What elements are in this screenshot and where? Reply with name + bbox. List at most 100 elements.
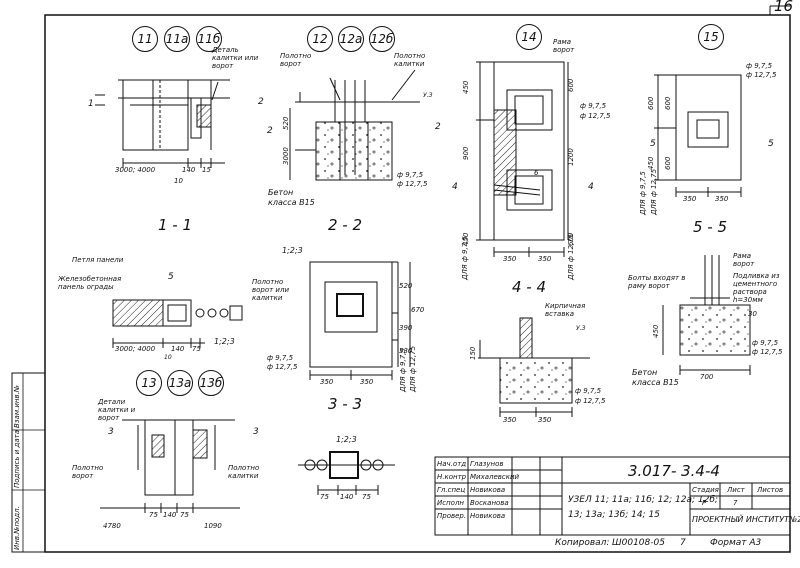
dim-450-v2: 450 (462, 232, 470, 246)
note-phi127-f: ф 12,7,5 (752, 348, 783, 356)
node-label-13a: 13а (167, 370, 193, 396)
staff-name-2: Новикова (470, 486, 506, 494)
staff-name-3: Восканова (470, 499, 509, 507)
note-phi97-e: ф 9,7,5 (575, 387, 602, 395)
staff-role-3: Исполн (437, 499, 464, 507)
label-beton-15b: Бетон класса В15 (632, 368, 679, 387)
staff-role-1: Н.контр (437, 473, 467, 481)
node-label-11b: 11б (196, 26, 222, 52)
sheet-frame (44, 14, 791, 553)
mark-2-left: 2 (258, 97, 264, 107)
sheet-title-1: УЗЕЛ 11; 11а; 11б; 12; 12а; 12б; (568, 495, 718, 505)
node-label-13b: 13б (198, 370, 224, 396)
note-dl975-b: ДЛЯ ф 9,7,5 (639, 171, 647, 215)
mark-5-left: 5 (650, 139, 656, 149)
dim-350-g2: 350 (538, 416, 552, 424)
mark-4-right: 4 (588, 182, 594, 192)
drawing-profile (298, 451, 395, 495)
drawing-node-13 (100, 419, 240, 513)
dim-450-v3: 450 (647, 156, 655, 170)
dim-600-v4: 600 (664, 96, 672, 110)
dim-600-v2: 600 (567, 232, 575, 246)
label-beton-15: Бетон класса В15 (268, 188, 315, 207)
stage-header: Стадия (692, 486, 719, 494)
copied-value: Ш00108-05 (612, 538, 665, 548)
label-petlya: Петля панели (72, 256, 124, 264)
label-polotno-kalitki: Полотно калитки (394, 52, 426, 68)
note-dl1275-b: ДЛЯ ф 12,75 (650, 168, 658, 215)
dim-150-v: 150 (469, 346, 477, 360)
dim-350-f2: 350 (538, 255, 552, 263)
note-phi127-e: ф 12,7,5 (575, 397, 606, 405)
mark-uz3-b: У.З (576, 325, 586, 332)
drawing-node-3-3 (309, 261, 411, 380)
label-polotno-vorot: Полотно ворот (280, 52, 312, 68)
dim-350-h2: 350 (715, 195, 729, 203)
label-podlivka: Подливка из цементного раствора h=30мм (733, 272, 780, 304)
mark-5-right: 5 (768, 139, 774, 149)
mark-3-right: 3 (253, 427, 259, 437)
sheet-header: Лист (727, 486, 745, 494)
drawing-frame-section (662, 255, 751, 375)
mark-6: 6 (534, 169, 539, 177)
dim-3000-4000-b: 3000; 4000 (115, 345, 156, 353)
stamp-podpis: Подпись и дата (13, 430, 21, 488)
node-label-12a: 12а (338, 26, 364, 52)
dim-600-v3: 600 (647, 96, 655, 110)
mark-4-left: 4 (452, 182, 458, 192)
label-ratio-3: 1;2;3 (336, 435, 357, 444)
note-phi127-b: ф 12,7,5 (580, 112, 611, 120)
dim-390: 390 (399, 324, 413, 332)
dim-30: 30 (748, 310, 757, 318)
dim-450-v4: 450 (652, 324, 660, 338)
sheet-code: 3.017- 3.4-4 (628, 462, 720, 480)
dim-520-v: 520 (282, 116, 290, 130)
dim-350-e2: 350 (360, 378, 374, 386)
dim-75-d2: 75 (362, 493, 371, 501)
node-label-12b: 12б (369, 26, 395, 52)
mark-uz3: У.З (423, 92, 433, 99)
staff-name-1: Михалевский (470, 473, 520, 481)
dim-350-g: 350 (503, 416, 517, 424)
stamp-inv-podl: Инв.№подл. (13, 506, 21, 550)
left-stamp-strip (11, 372, 46, 553)
drawing-node-12 (289, 69, 420, 181)
dim-350-f: 350 (503, 255, 517, 263)
dim-600-v5: 600 (664, 156, 672, 170)
label-kirpichnaya: Кирпичная вставка (545, 302, 586, 318)
label-rama-vorot: Рама ворот (553, 38, 575, 54)
section-title-1-1: 1 - 1 (158, 216, 193, 234)
drawing-node-11 (95, 79, 230, 168)
label-rama-vorot-2: Рама ворот (733, 252, 755, 268)
dim-140-b: 140 (171, 345, 185, 353)
dim-10-a: 10 (174, 177, 183, 185)
copied-number: 7 (680, 538, 686, 548)
dim-520: 520 (399, 282, 413, 290)
dim-140-a: 140 (182, 166, 196, 174)
staff-name-4: Новикова (470, 512, 506, 520)
staff-role-2: Гл.спец (437, 486, 466, 494)
node-label-15: 15 (698, 24, 724, 50)
label-bolty: Болты входят в раму ворот (628, 274, 686, 290)
note-phi97-f: ф 9,7,5 (752, 339, 779, 347)
dim-140-d: 140 (340, 493, 354, 501)
label-polotno-vorot-kalitki: Полотно ворот или калитки (252, 278, 290, 302)
mark-2-right: 2 (435, 122, 441, 132)
stage-value: Р (702, 499, 707, 507)
dim-10-b: 10 (164, 354, 172, 361)
note-phi97-c: ф 9,7,5 (746, 62, 773, 70)
dim-450-v: 450 (462, 80, 470, 94)
dim-140-c: 140 (163, 511, 177, 519)
label-detal: Деталь калитки или ворот (212, 46, 259, 70)
dim-600-v: 600 (567, 78, 575, 92)
dim-350-h: 350 (683, 195, 697, 203)
label-polotno-vorot-2: Полотно ворот (72, 464, 104, 480)
note-phi127-c: ф 12,7,5 (746, 71, 777, 79)
label-polotno-kalitki-2: Полотно калитки (228, 464, 260, 480)
stamp-vzam: Взам.инв.№ (13, 384, 21, 428)
drawing-node-14 (476, 61, 569, 257)
copied-label: Копировал: (555, 538, 610, 548)
paper-format: Формат А3 (710, 538, 762, 548)
dim-75-c: 75 (149, 511, 158, 519)
